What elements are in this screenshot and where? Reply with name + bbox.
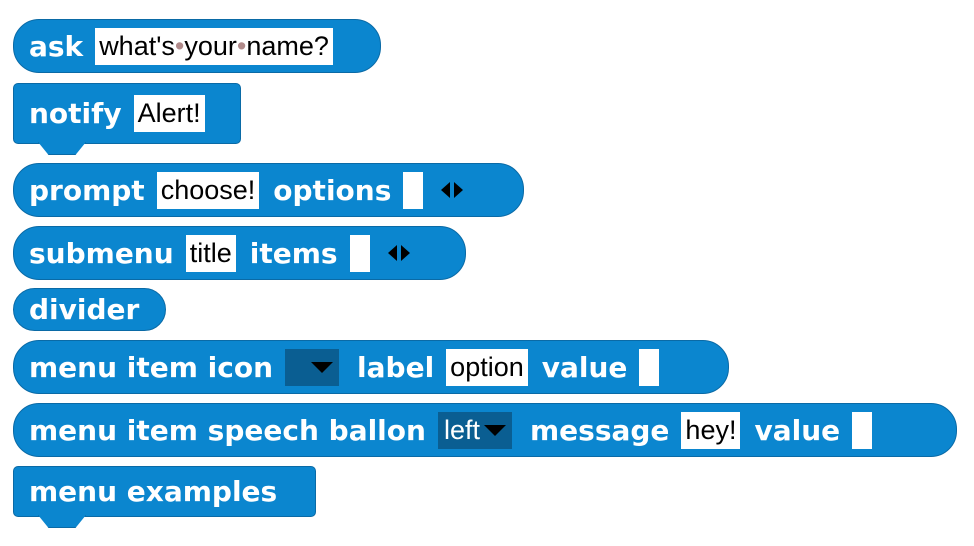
value-keyword: value — [541, 350, 628, 384]
ask-keyword: ask — [29, 29, 84, 63]
variadic-arrows[interactable] — [441, 182, 464, 198]
prompt-keyword: prompt — [29, 173, 145, 207]
message-keyword: message — [529, 413, 670, 447]
menu-examples-keyword: menu examples — [29, 475, 278, 508]
options-input[interactable] — [403, 171, 424, 209]
notify-keyword: notify — [29, 97, 122, 130]
dropdown-value: left — [443, 414, 480, 445]
chevron-down-icon — [311, 361, 334, 373]
label-input[interactable]: option — [446, 348, 528, 386]
options-keyword: options — [273, 173, 392, 207]
label-keyword: label — [357, 350, 435, 384]
submenu-title-input[interactable]: title — [185, 234, 236, 272]
block-notch — [38, 142, 86, 155]
notify-block[interactable]: notify Alert! — [13, 83, 241, 155]
menu-item-speech-keyword: menu item speech ballon — [29, 413, 426, 447]
menu-item-icon-block[interactable]: menu item icon label option value — [13, 340, 729, 394]
message-input[interactable]: hey! — [681, 411, 741, 449]
prompt-text-input[interactable]: choose! — [156, 171, 260, 209]
side-dropdown[interactable]: left — [437, 411, 512, 449]
divider-block[interactable]: divider — [13, 288, 166, 331]
ask-block[interactable]: ask what's•your•name? — [13, 19, 381, 73]
value-keyword: value — [754, 413, 841, 447]
arrow-left-icon[interactable] — [387, 245, 397, 261]
value-input[interactable] — [639, 348, 660, 386]
items-keyword: items — [249, 236, 338, 270]
arrow-left-icon[interactable] — [441, 182, 451, 198]
notify-text-input[interactable]: Alert! — [133, 95, 205, 132]
divider-keyword: divider — [29, 293, 140, 326]
menu-item-speech-block[interactable]: menu item speech ballon left message hey… — [13, 403, 957, 457]
menu-examples-block[interactable]: menu examples — [13, 466, 316, 528]
arrow-right-icon[interactable] — [454, 182, 464, 198]
chevron-down-icon — [483, 424, 506, 436]
submenu-block[interactable]: submenu title items — [13, 226, 466, 280]
submenu-keyword: submenu — [29, 236, 174, 270]
value-input[interactable] — [852, 411, 873, 449]
variadic-arrows[interactable] — [387, 245, 410, 261]
icon-dropdown[interactable] — [285, 348, 340, 386]
prompt-block[interactable]: prompt choose! options — [13, 163, 524, 217]
menu-item-icon-keyword: menu item icon — [29, 350, 274, 384]
arrow-right-icon[interactable] — [400, 245, 410, 261]
ask-text-input[interactable]: what's•your•name? — [95, 27, 333, 65]
block-notch — [38, 515, 86, 528]
items-input[interactable] — [349, 234, 370, 272]
